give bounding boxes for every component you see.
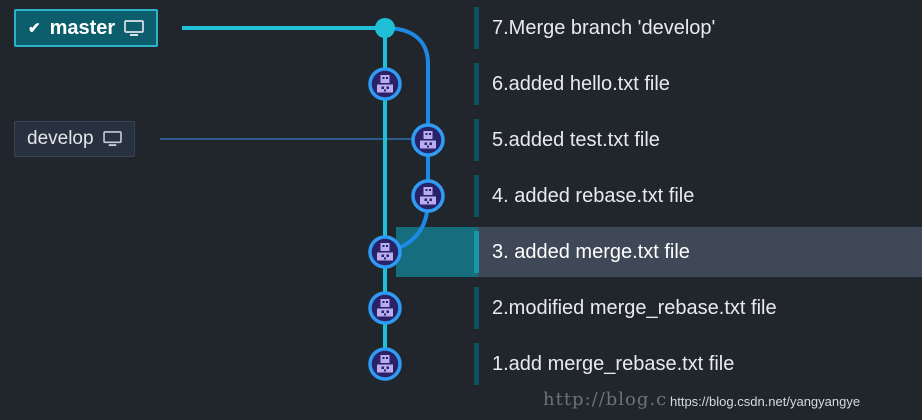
- commit-node-avatar[interactable]: [368, 235, 402, 269]
- commit-row[interactable]: 5.added test.txt file: [0, 112, 922, 168]
- commit-row-accent-bar: [474, 119, 479, 161]
- commit-message: 5.added test.txt file: [492, 129, 660, 151]
- commit-node-avatar[interactable]: [411, 123, 445, 157]
- commit-row[interactable]: 7.Merge branch 'develop': [0, 0, 922, 56]
- commit-message: 4. added rebase.txt file: [492, 185, 695, 207]
- commit-list: 7.Merge branch 'develop' 6.added hello.t…: [0, 0, 922, 392]
- master-branch-name: master: [49, 16, 116, 39]
- commit-row[interactable]: 4. added rebase.txt file: [0, 168, 922, 224]
- develop-branch-name: develop: [27, 128, 94, 149]
- commit-node-avatar[interactable]: [368, 67, 402, 101]
- commit-message: 2.modified merge_rebase.txt file: [492, 297, 777, 319]
- commit-row-accent-bar: [474, 7, 479, 49]
- master-branch-line: [182, 26, 387, 364]
- branch-label-develop[interactable]: develop: [14, 121, 135, 157]
- commit-row-selected[interactable]: 3. added merge.txt file: [0, 224, 922, 280]
- commit-row-accent-bar: [474, 287, 479, 329]
- branch-label-master[interactable]: ✔ master: [14, 9, 159, 47]
- watermark-text: http://blog.c: [543, 389, 668, 410]
- commit-row-accent-bar: [474, 343, 479, 385]
- commit-row-accent-bar: [474, 175, 479, 217]
- commit-row[interactable]: 6.added hello.txt file: [0, 56, 922, 112]
- commit-message: 7.Merge branch 'develop': [492, 17, 716, 39]
- selected-row-highlight-teal: [396, 227, 478, 277]
- monitor-icon: [102, 131, 122, 147]
- commit-message: 3. added merge.txt file: [492, 241, 690, 263]
- watermark-url: https://blog.csdn.net/yangyangye: [670, 394, 861, 409]
- commit-message: 1.add merge_rebase.txt file: [492, 353, 735, 375]
- commit-node-avatar[interactable]: [411, 179, 445, 213]
- merge-commit-dot[interactable]: [375, 18, 395, 38]
- commit-row-accent-bar: [474, 231, 479, 273]
- commit-message: 6.added hello.txt file: [492, 73, 670, 95]
- selected-row-highlight: [478, 227, 922, 277]
- commit-node-avatar[interactable]: [368, 347, 402, 381]
- check-icon: ✔: [28, 20, 41, 37]
- commit-row[interactable]: 1.add merge_rebase.txt file: [0, 336, 922, 392]
- commit-row[interactable]: 2.modified merge_rebase.txt file: [0, 280, 922, 336]
- commit-row-accent-bar: [474, 63, 479, 105]
- monitor-icon: [124, 19, 145, 36]
- commit-node-avatar[interactable]: [368, 291, 402, 325]
